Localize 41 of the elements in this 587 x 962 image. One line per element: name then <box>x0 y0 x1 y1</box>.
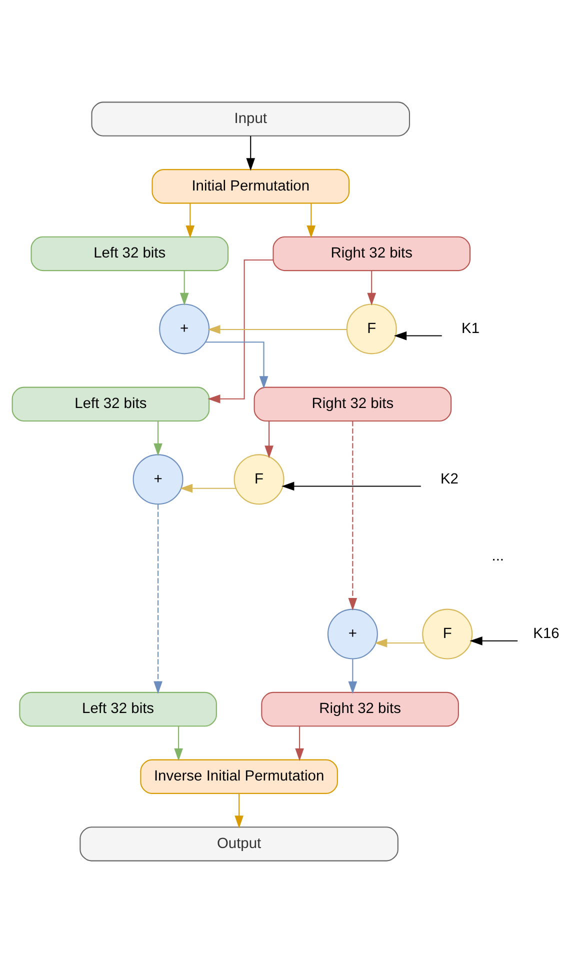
arrow <box>282 481 421 490</box>
node-circle: + <box>159 303 210 354</box>
arrow <box>180 270 189 306</box>
node-text: K16 <box>533 625 560 642</box>
arrow <box>470 636 518 645</box>
arrow <box>367 270 376 306</box>
node-box: Initial Permutation <box>152 168 350 204</box>
arrow <box>246 136 256 170</box>
arrow <box>186 202 195 238</box>
node-box: Right 32 bits <box>272 236 471 271</box>
node-box: Left 32 bits <box>19 691 217 726</box>
arrow <box>394 330 442 340</box>
node-circle: F <box>422 608 473 659</box>
arrow <box>306 202 316 238</box>
arrow <box>348 420 358 610</box>
arrow <box>154 420 162 456</box>
arrow <box>234 793 244 828</box>
arrow <box>374 638 424 647</box>
node-circle: + <box>327 608 378 659</box>
node-circle: + <box>132 454 184 504</box>
arrow <box>174 726 183 760</box>
node-box: Left 32 bits <box>12 386 210 422</box>
node-circle: F <box>234 454 284 504</box>
node-box: Right 32 bits <box>261 691 459 726</box>
arrow <box>295 726 304 760</box>
arrow <box>180 483 236 492</box>
node-box: Left 32 bits <box>30 236 229 271</box>
node-box: Output <box>80 826 398 861</box>
node-text: K2 <box>440 470 458 487</box>
arrow <box>264 420 274 458</box>
arrow <box>208 324 347 334</box>
arrow <box>348 658 358 694</box>
arrow <box>206 341 268 388</box>
arrow <box>208 259 274 403</box>
node-circle: F <box>346 303 397 354</box>
node-box: Right 32 bits <box>254 386 452 422</box>
arrow <box>154 504 162 694</box>
node-box: Input <box>91 101 410 136</box>
label: ... <box>492 548 504 564</box>
node-text: K1 <box>462 320 480 336</box>
node-box: Inverse Initial Permutation <box>140 758 338 794</box>
